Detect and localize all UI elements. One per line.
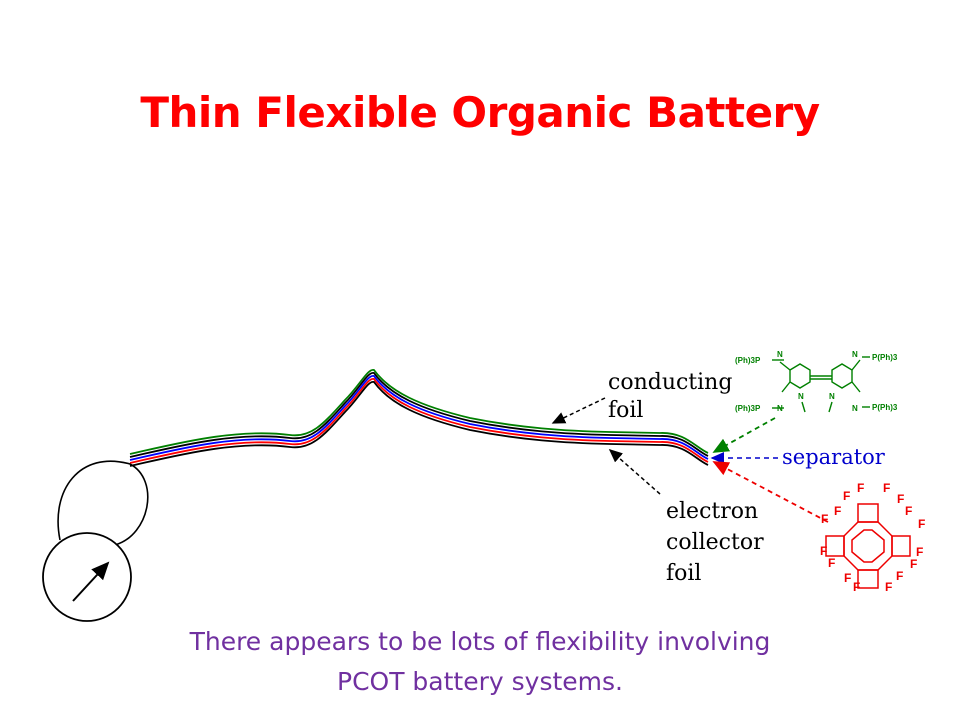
chem-ph-left-bottom: (Ph)3P	[735, 404, 761, 413]
green-molecule-arrow	[712, 417, 776, 453]
chem-f-15: F	[885, 580, 892, 594]
layer-red	[129, 378, 709, 464]
chem-ph-left-top: (Ph)3P	[735, 356, 761, 365]
chem-f-10: F	[828, 556, 835, 570]
chem-f-7: F	[905, 504, 912, 518]
chem-f-16: F	[896, 569, 903, 583]
chem-f-14: F	[853, 580, 860, 594]
chem-n-5: N	[852, 350, 858, 359]
electron-collector-arrow	[608, 449, 661, 495]
layer-green	[129, 369, 709, 455]
label-conducting-foil: foil	[608, 398, 643, 423]
chem-f-13: F	[844, 571, 851, 585]
layer-black-top	[129, 372, 709, 458]
label-separator: separator	[782, 445, 886, 469]
chem-f-12: F	[910, 557, 917, 571]
chem-f-9: F	[820, 544, 827, 558]
wire	[57, 460, 149, 546]
label-collector-foil: foil	[666, 561, 701, 586]
chem-n-4: N	[829, 392, 835, 401]
chem-f-2: F	[857, 481, 864, 495]
layer-blue	[129, 375, 709, 461]
conducting-foil-arrow	[551, 397, 606, 424]
label-conducting: conducting	[608, 370, 732, 395]
layer-black-bottom	[129, 381, 709, 467]
bipyridine-molecule-icon	[772, 356, 870, 413]
chem-f-8: F	[918, 517, 925, 531]
label-electron: electron	[666, 499, 758, 524]
caption-line-2: PCOT battery systems.	[337, 667, 623, 696]
chem-f-6: F	[834, 504, 841, 518]
chem-f-1: F	[843, 489, 850, 503]
chem-f-5: F	[821, 512, 828, 526]
fluorinated-cot-molecule-icon	[825, 503, 911, 589]
chem-n-3: N	[798, 392, 804, 401]
chem-n-2: N	[777, 404, 783, 413]
battery-strip	[129, 369, 709, 467]
red-molecule-arrow	[712, 461, 829, 523]
chem-f-3: F	[883, 481, 890, 495]
chem-f-4: F	[897, 492, 904, 506]
meter-icon	[42, 532, 132, 622]
slide-title: Thin Flexible Organic Battery	[140, 88, 820, 137]
chem-n-1: N	[777, 350, 783, 359]
caption: There appears to be lots of flexibility …	[0, 622, 960, 702]
chem-f-11: F	[916, 545, 923, 559]
label-collector: collector	[666, 530, 764, 555]
chem-n-6: N	[852, 404, 858, 413]
chem-ph-right-top: P(Ph)3	[872, 353, 898, 362]
caption-line-1: There appears to be lots of flexibility …	[189, 627, 771, 656]
chem-ph-right-bottom: P(Ph)3	[872, 403, 898, 412]
